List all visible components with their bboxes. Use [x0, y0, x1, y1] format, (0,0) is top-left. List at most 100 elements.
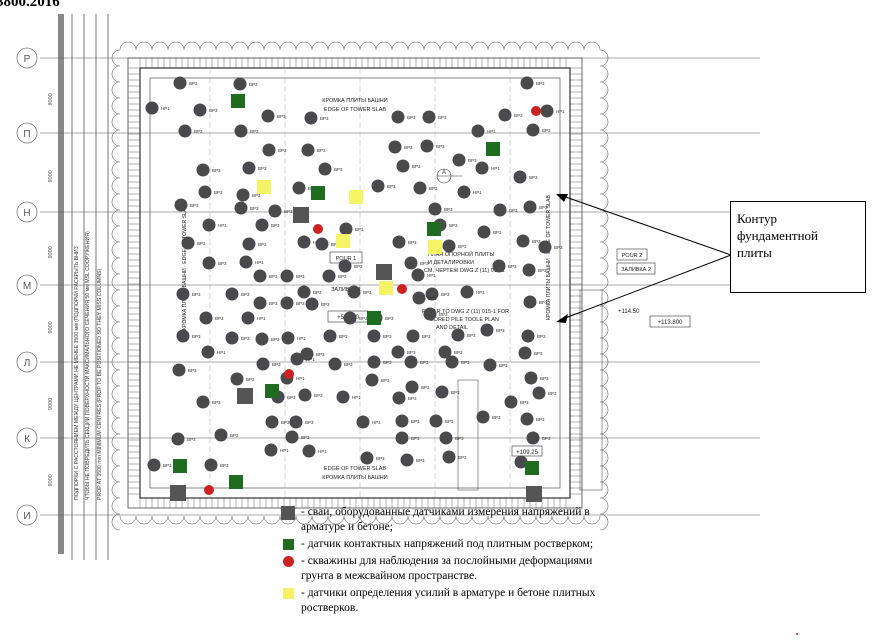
section-mark: A	[436, 168, 462, 184]
pile-label-24: HP1	[491, 166, 500, 171]
pile-label-33: BP3	[250, 206, 259, 211]
pile-label-68: BP3	[296, 301, 305, 306]
drawing-notes: ПЛАН ОПОРНОЙ ПЛИТЫ И ДЕТАЛИРОВКИ СМ. ЧЕР…	[422, 250, 509, 331]
pile-label-129: HP1	[318, 449, 327, 454]
band-step	[579, 289, 603, 491]
pile-48	[442, 239, 456, 253]
pile-104	[524, 371, 538, 385]
pile-44	[242, 237, 256, 251]
pile-label-127: BP3	[163, 463, 172, 468]
pile-125	[439, 431, 453, 445]
pile-label-41: BP3	[449, 223, 458, 228]
contact-sensor-8	[525, 461, 539, 475]
pile-label-31: HP1	[473, 190, 482, 195]
instrumented-pile-1	[376, 264, 392, 280]
band-outer	[127, 57, 583, 509]
svg-text:ЗАЛИВКА 2: ЗАЛИВКА 2	[621, 267, 651, 273]
pile-82	[367, 329, 381, 343]
pile-120	[171, 432, 185, 446]
pile-label-60: BP3	[538, 268, 547, 273]
pile-label-92: BP3	[188, 368, 197, 373]
pile-39	[255, 218, 269, 232]
pile-95	[328, 357, 342, 371]
pile-126	[526, 431, 540, 445]
pile-label-21: BP3	[334, 167, 343, 172]
callout-line-2: фундаментной	[737, 228, 818, 243]
pile-label-99: BP3	[499, 363, 508, 368]
pile-117	[429, 414, 443, 428]
axis-bubble-1	[16, 122, 38, 144]
pile-24	[475, 161, 489, 175]
stray-mark	[796, 633, 798, 635]
pile-64	[347, 285, 361, 299]
pile-79	[255, 332, 269, 346]
svg-text:ЗАЛИВКА 1: ЗАЛИВКА 1	[331, 287, 361, 293]
pile-label-126: BP3	[542, 436, 551, 441]
pile-87	[201, 345, 215, 359]
pile-label-14: BP3	[317, 148, 326, 153]
instrumented-pile-3	[170, 485, 186, 501]
pile-122	[264, 443, 278, 457]
pile-label-15: BP3	[404, 145, 413, 150]
pile-113	[265, 415, 279, 429]
pile-31	[457, 185, 471, 199]
pile-label-85: BP3	[496, 328, 505, 333]
pile-26	[198, 185, 212, 199]
well-2	[397, 284, 407, 294]
pile-label-116: BP3	[411, 419, 420, 424]
pile-52	[239, 255, 253, 269]
instrumented-pile-2	[237, 388, 253, 404]
pile-17	[471, 124, 485, 138]
cloud-path	[111, 41, 609, 531]
pile-label-76: BP3	[439, 312, 448, 317]
pile-label-72: BP3	[215, 316, 224, 321]
pile-label-91: BP3	[534, 351, 543, 356]
pile-label-47: BP3	[408, 240, 417, 245]
pile-107	[298, 388, 312, 402]
pile-80	[281, 331, 295, 345]
pile-label-55: BP3	[508, 264, 517, 269]
pile-63	[297, 285, 311, 299]
pile-label-119: BP3	[536, 417, 545, 422]
pile-58	[322, 269, 336, 283]
legend-text-contact: - датчик контактных напряжений под плитн…	[301, 538, 594, 550]
pile-label-112: BP3	[548, 391, 557, 396]
pile-label-100: BP3	[246, 377, 255, 382]
pile-label-106: BP3	[287, 395, 296, 400]
pile-label-59: HP1	[427, 273, 436, 278]
pile-label-98: BP3	[461, 360, 470, 365]
band-hatch	[128, 58, 582, 508]
pile-18	[526, 123, 540, 137]
force-sensor-0	[257, 180, 271, 194]
pile-73	[241, 311, 255, 325]
pile-43	[181, 236, 195, 250]
svg-text:ПЛАН ОПОРНОЙ ПЛИТЫ: ПЛАН ОПОРНОЙ ПЛИТЫ	[428, 250, 495, 258]
pile-55	[492, 259, 506, 273]
pile-94	[290, 352, 304, 366]
pile-label-54: BP3	[420, 261, 429, 266]
pile-12	[234, 124, 248, 138]
pile-23	[452, 153, 466, 167]
edge-label-left: КРОМКА ПЛИТЫ БАШНИ · EDGE OF TOWER SLAB	[182, 205, 188, 330]
edge-label-bottom-en: EDGE OF TOWER SLAB	[324, 466, 386, 472]
pile-label-53: BP3	[354, 264, 363, 269]
pile-label-16: BP3	[436, 144, 445, 149]
pile-label-19: BP3	[212, 168, 221, 173]
pile-label-124: BP3	[411, 436, 420, 441]
legend-text-force: - датчики определения усилий в арматуре …	[301, 587, 596, 614]
pile-label-131: BP3	[416, 458, 425, 463]
pile-98	[445, 355, 459, 369]
pile-34	[268, 204, 282, 218]
pile-label-50: BP3	[554, 245, 563, 250]
pile-label-10: HP1	[556, 109, 565, 114]
pile-68	[280, 296, 294, 310]
legend-item-well: - скважины для наблюдения за послойными …	[283, 554, 623, 584]
pile-label-61: BP3	[192, 292, 201, 297]
pile-label-52: HP1	[255, 260, 264, 265]
force-sensor-2	[336, 234, 350, 248]
pile-label-111: BP3	[520, 400, 529, 405]
pile-42	[477, 225, 491, 239]
